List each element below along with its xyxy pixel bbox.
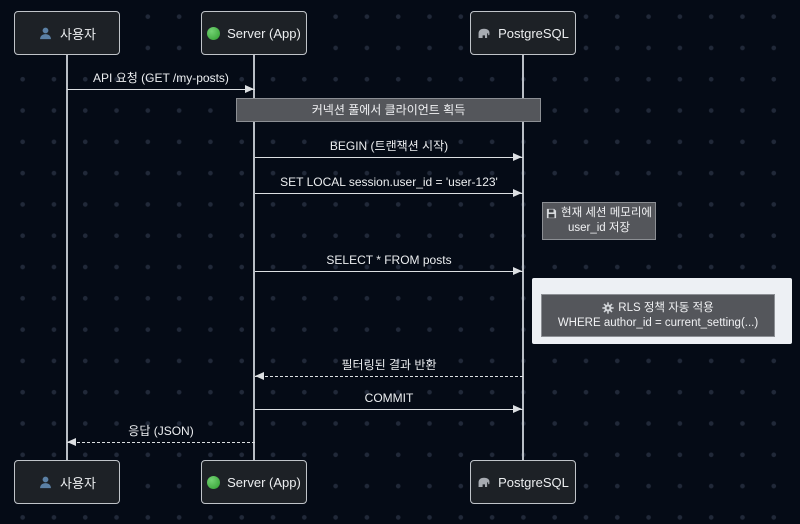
message-line [255,271,523,272]
arrowhead-icon [255,372,264,380]
note-session-memory-line2: user_id 저장 [567,222,631,234]
green-dot-icon [207,26,221,40]
actor-user-top: 사용자 [14,11,120,55]
person-icon [38,26,53,41]
actor-postgresql-label: PostgreSQL [498,474,569,490]
green-dot-icon [207,475,221,489]
message-line [67,89,255,90]
actor-postgresql-top: PostgreSQL [470,11,576,55]
message-label: API 요청 (GET /my-posts) [93,71,229,85]
message-label: COMMIT [364,391,414,405]
note-session-memory-line1: 현재 세션 메모리에 [560,207,653,219]
person-icon [38,475,53,490]
message-line [255,409,523,410]
note-connection-pool: 커넥션 풀에서 클라이언트 획득 [236,98,541,122]
arrowhead-icon [513,405,522,413]
actor-server-label: Server (App) [227,474,301,490]
actor-user-bottom: 사용자 [14,460,120,504]
arrowhead-icon [245,85,254,93]
actor-user-label: 사용자 [60,475,96,491]
message-label: 필터링된 결과 반환 [341,358,437,372]
actor-server-top: Server (App) [201,11,307,55]
floppy-icon [546,208,557,219]
actor-postgresql-label: PostgreSQL [498,25,569,41]
elephant-icon [477,476,491,488]
message-label: SET LOCAL session.user_id = 'user-123' [280,175,498,189]
actor-server-bottom: Server (App) [201,460,307,504]
arrowhead-icon [67,438,76,446]
arrowhead-icon [513,189,522,197]
note-rls-line2: WHERE author_id = current_setting(...) [557,316,759,329]
lifeline-postgresql [522,55,524,460]
elephant-icon [477,27,491,39]
lifeline-user [66,55,68,460]
arrowhead-icon [513,153,522,161]
gear-icon [602,302,614,314]
message-line [67,442,255,443]
message-line [255,193,523,194]
actor-server-label: Server (App) [227,25,301,41]
lifeline-server [253,55,255,460]
message-line [255,157,523,158]
message-line [255,376,523,377]
arrowhead-icon [513,267,522,275]
note-session-memory: 현재 세션 메모리에 user_id 저장 [542,202,656,240]
note-rls-policy: RLS 정책 자동 적용 WHERE author_id = current_s… [541,294,775,337]
note-rls-line1: RLS 정책 자동 적용 [618,301,714,314]
actor-user-label: 사용자 [60,26,96,42]
message-label: SELECT * FROM posts [326,253,452,267]
actor-postgresql-bottom: PostgreSQL [470,460,576,504]
message-label: 응답 (JSON) [128,424,194,438]
message-label: BEGIN (트랜잭션 시작) [329,139,449,153]
